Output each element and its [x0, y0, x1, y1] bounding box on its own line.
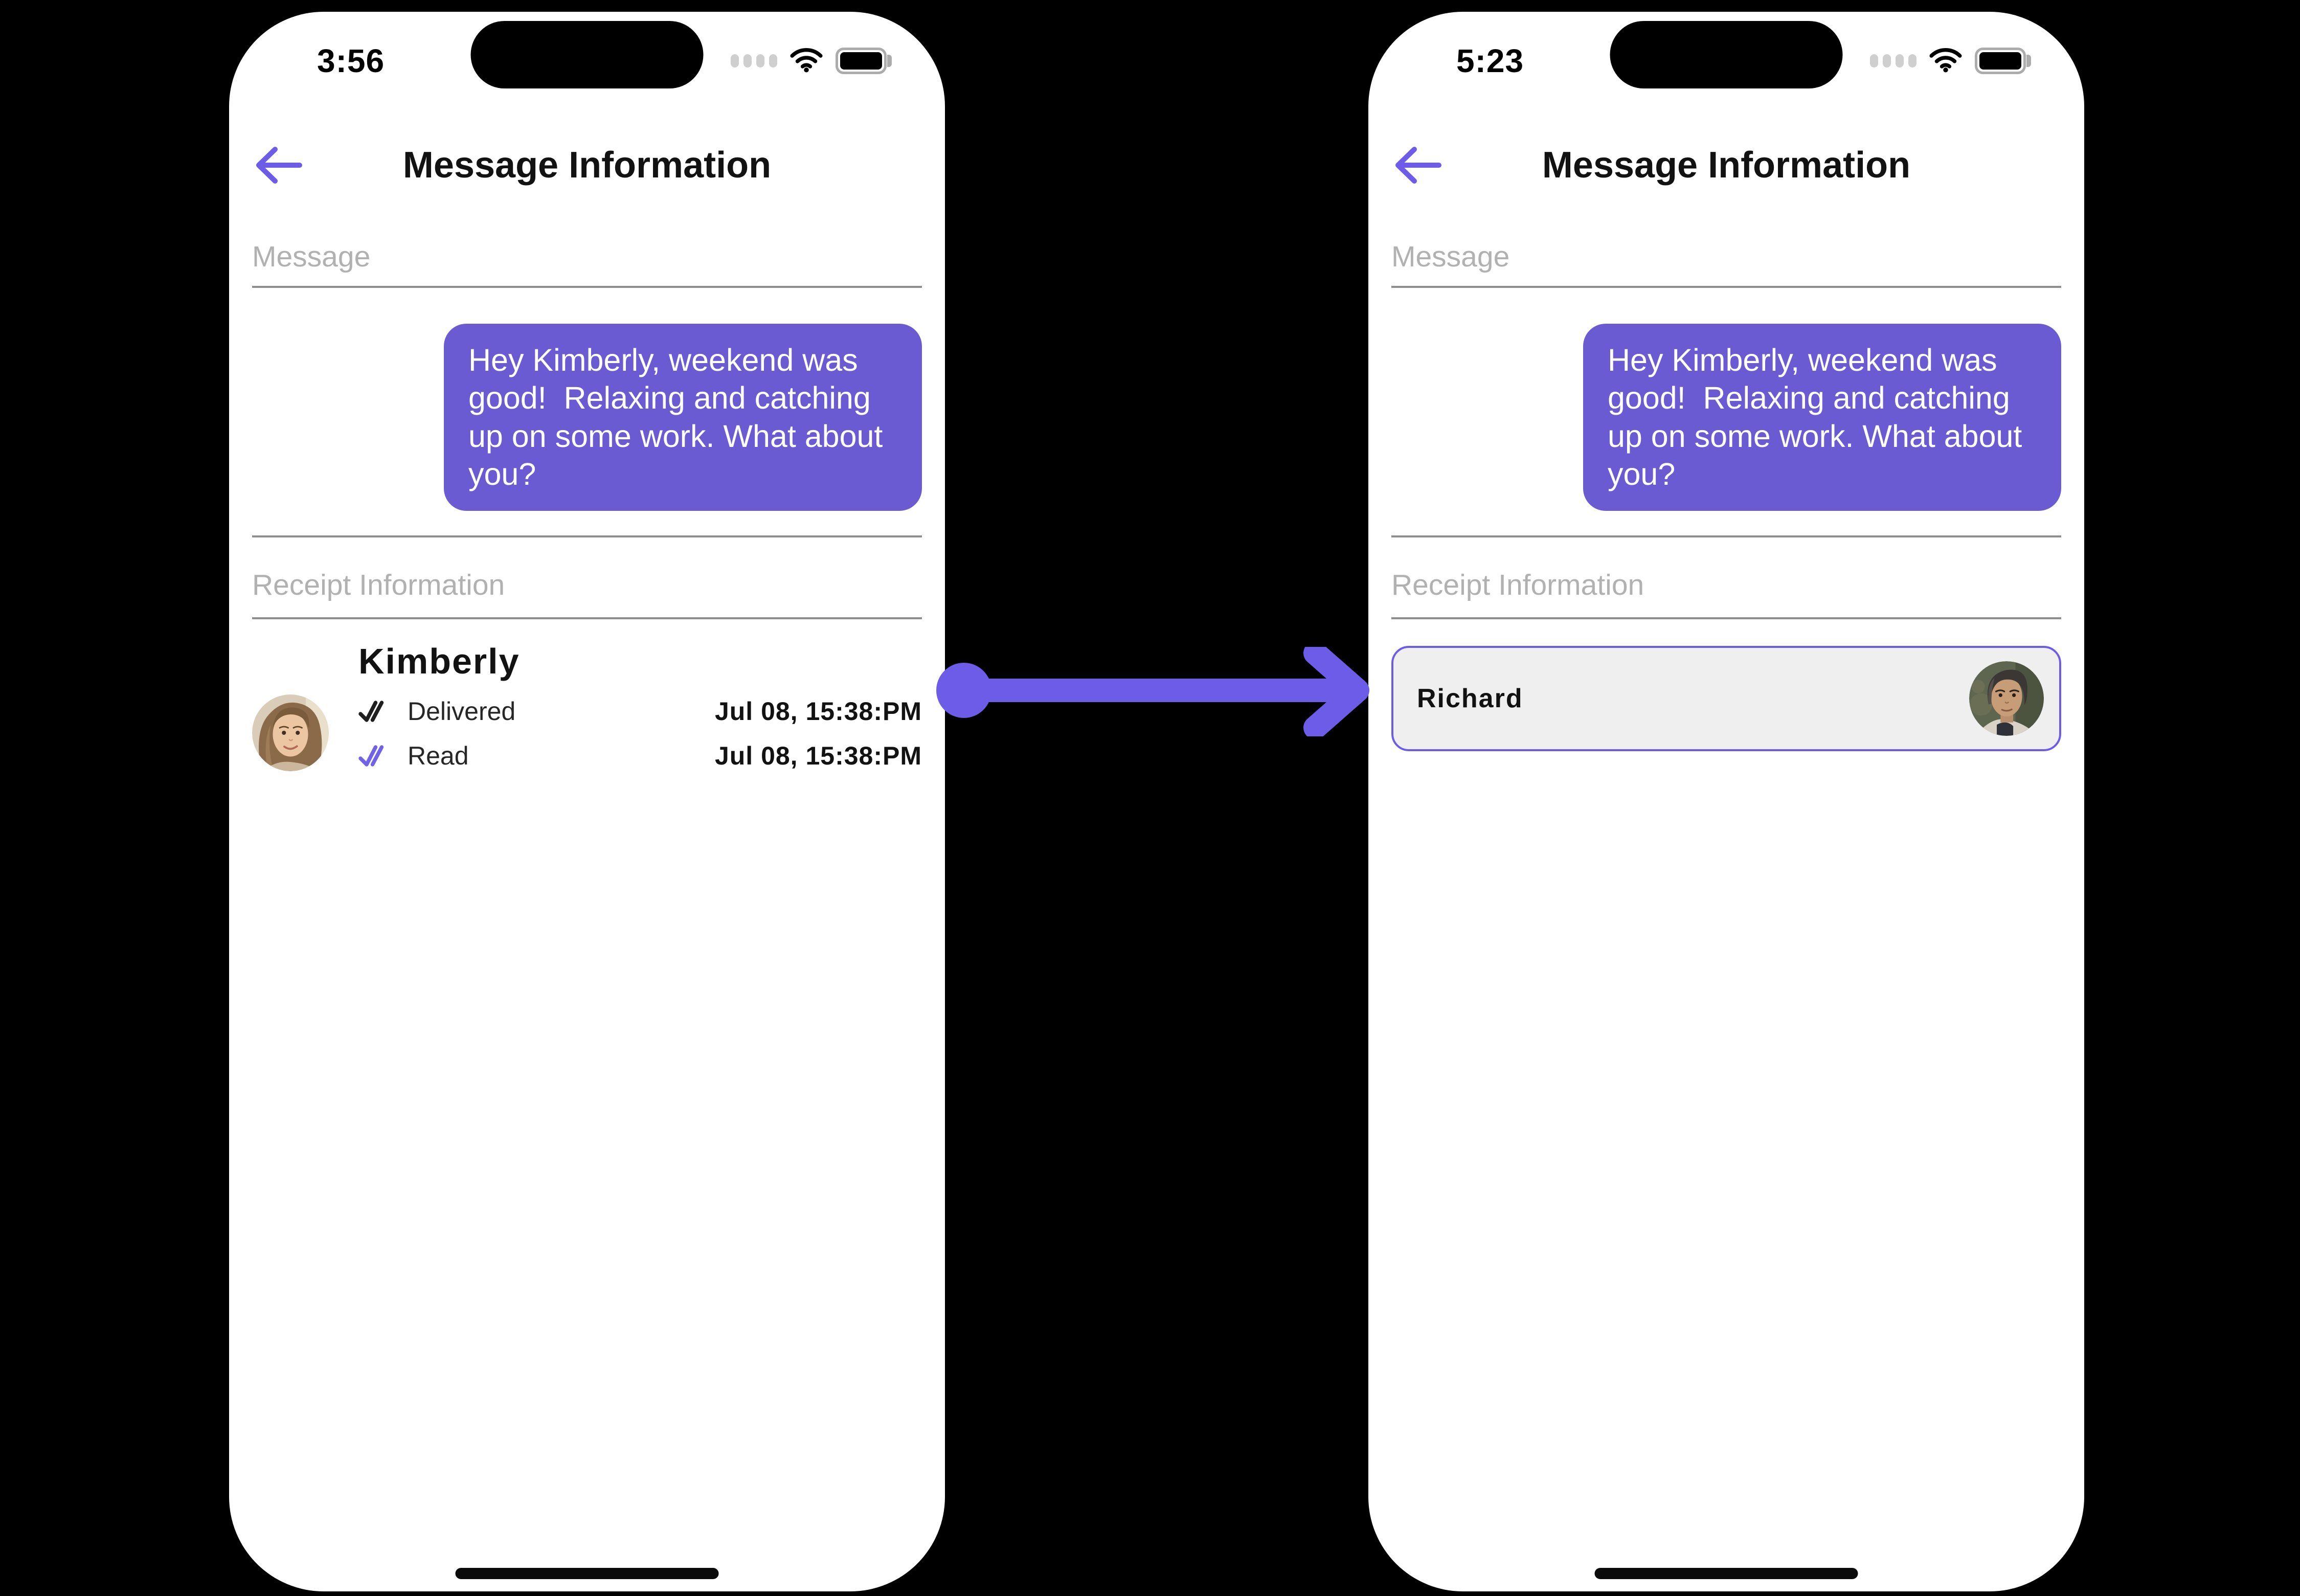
flow-arrow [928, 647, 1378, 736]
status-time: 5:23 [1456, 42, 1524, 79]
message-section-label: Message [252, 240, 371, 273]
delivered-double-check-icon [358, 700, 387, 723]
back-button[interactable] [254, 143, 304, 188]
receipt-section-label: Receipt Information [252, 568, 505, 601]
screen-content: Message Hey Kimberly, weekend was good! … [229, 240, 945, 778]
page-title: Message Information [1542, 145, 1911, 186]
cellular-signal-icon [731, 54, 777, 68]
receipt-timestamp: Jul 08, 15:38:PM [714, 741, 922, 770]
receipt-status-label: Delivered [408, 696, 516, 726]
message-section-label: Message [1391, 240, 1510, 273]
battery-icon [1975, 48, 2031, 74]
right-arrow-icon [936, 647, 1369, 736]
divider [1391, 286, 2061, 288]
status-bar: 5:23 [1368, 12, 2084, 98]
status-bar: 3:56 [229, 12, 945, 98]
receipt-row-read: Read Jul 08, 15:38:PM [358, 733, 922, 778]
read-double-check-icon [358, 744, 387, 768]
navigation-header: Message Information [1368, 142, 2084, 189]
left-phone-frame: 3:56 Message Information Message Hey Kim… [229, 12, 945, 1591]
receipt-timestamp: Jul 08, 15:38:PM [714, 696, 922, 726]
cellular-signal-icon [1870, 54, 1916, 68]
back-arrow-icon [256, 147, 302, 184]
contact-name: Kimberly [358, 641, 520, 681]
receipt-section-label: Receipt Information [1391, 568, 1644, 601]
divider [1391, 617, 2061, 619]
divider [1391, 535, 2061, 537]
receipt-rows: Delivered Jul 08, 15:38:PM Read Jul 08, … [358, 689, 922, 778]
dynamic-island [470, 21, 704, 88]
message-bubble: Hey Kimberly, weekend was good! Relaxing… [1583, 324, 2061, 511]
contact-name: Richard [1417, 683, 1523, 713]
divider [252, 286, 922, 288]
wifi-icon [790, 47, 823, 75]
contact-avatar [1969, 661, 2044, 736]
battery-icon [836, 48, 892, 74]
divider [252, 617, 922, 619]
home-indicator[interactable] [455, 1568, 719, 1579]
wifi-icon [1929, 47, 1963, 75]
status-icons [731, 47, 894, 75]
home-indicator[interactable] [1594, 1568, 1858, 1579]
contact-avatar [252, 694, 329, 771]
divider [252, 535, 922, 537]
status-time: 3:56 [317, 42, 385, 79]
message-bubble: Hey Kimberly, weekend was good! Relaxing… [444, 324, 922, 511]
receipt-contact-block: Kimberly Delivered Jul 08, 15:38:PM Read… [252, 641, 922, 778]
receipt-row-delivered: Delivered Jul 08, 15:38:PM [358, 689, 922, 733]
page-title: Message Information [402, 145, 772, 186]
contact-row-richard[interactable]: Richard [1391, 645, 2061, 751]
back-arrow-icon [1395, 147, 1441, 184]
status-icons [1870, 47, 2033, 75]
dynamic-island [1610, 21, 1843, 88]
right-phone-frame: 5:23 Message Information Message Hey Kim… [1368, 12, 2084, 1591]
receipt-status-label: Read [408, 741, 469, 770]
back-button[interactable] [1393, 143, 1443, 188]
screen-content: Message Hey Kimberly, weekend was good! … [1368, 240, 2084, 751]
navigation-header: Message Information [229, 142, 945, 189]
